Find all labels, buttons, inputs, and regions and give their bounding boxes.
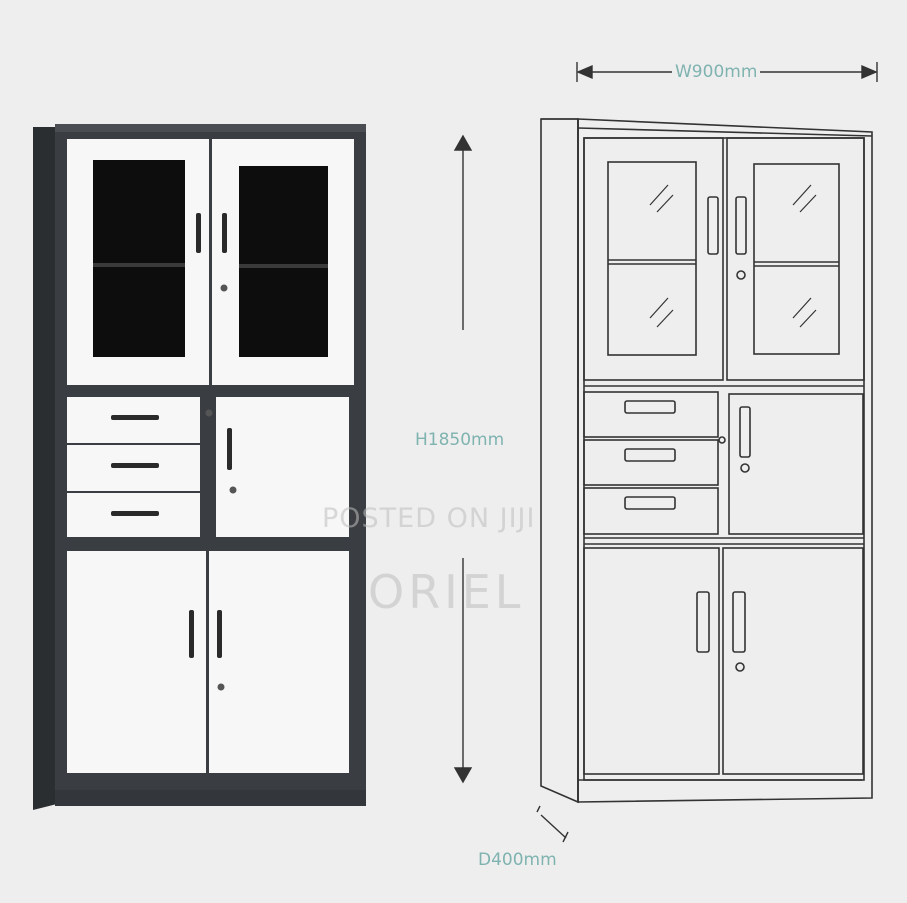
handle-icon: [196, 213, 201, 253]
line-drawer-3: [583, 487, 719, 535]
width-dimension-label: W900mm: [672, 62, 761, 82]
line-handle-icon: [735, 196, 747, 255]
line-drawer-2: [583, 439, 719, 486]
watermark-posted-on: POSTED ON JIJI: [322, 503, 536, 534]
lock-icon: [205, 409, 213, 417]
lock-icon: [220, 284, 228, 292]
line-bottom-left-door: [583, 547, 720, 775]
height-dimension-label: H1850mm: [412, 430, 508, 450]
drawer-handle-icon: [111, 415, 159, 420]
dimension-lines: [453, 62, 878, 843]
drawer-handle-icon: [111, 463, 159, 468]
watermark-seller-name: ORIEL: [368, 565, 525, 619]
front-outline: [577, 118, 873, 803]
glass-panel-right: [239, 166, 328, 357]
handle-icon: [217, 610, 222, 658]
middle-door: [216, 397, 349, 537]
line-top-left-door: [583, 137, 724, 381]
side-panel-outline: [540, 118, 579, 804]
lock-icon: [217, 683, 225, 691]
drawer-handle-icon: [111, 511, 159, 516]
bottom-left-door: [67, 551, 206, 773]
glass-panel-left: [93, 160, 185, 357]
line-bottom-right-door: [722, 547, 864, 775]
line-middle-door: [728, 393, 864, 535]
line-drawer-1: [583, 391, 719, 438]
cabinet-base: [55, 790, 366, 806]
handle-icon: [189, 610, 194, 658]
lock-icon: [229, 486, 237, 494]
bottom-right-door: [209, 551, 349, 773]
line-handle-icon: [707, 196, 719, 255]
handle-icon: [227, 428, 232, 470]
handle-icon: [222, 213, 227, 253]
depth-dimension-label: D400mm: [475, 850, 560, 870]
line-top-right-door: [726, 137, 865, 381]
